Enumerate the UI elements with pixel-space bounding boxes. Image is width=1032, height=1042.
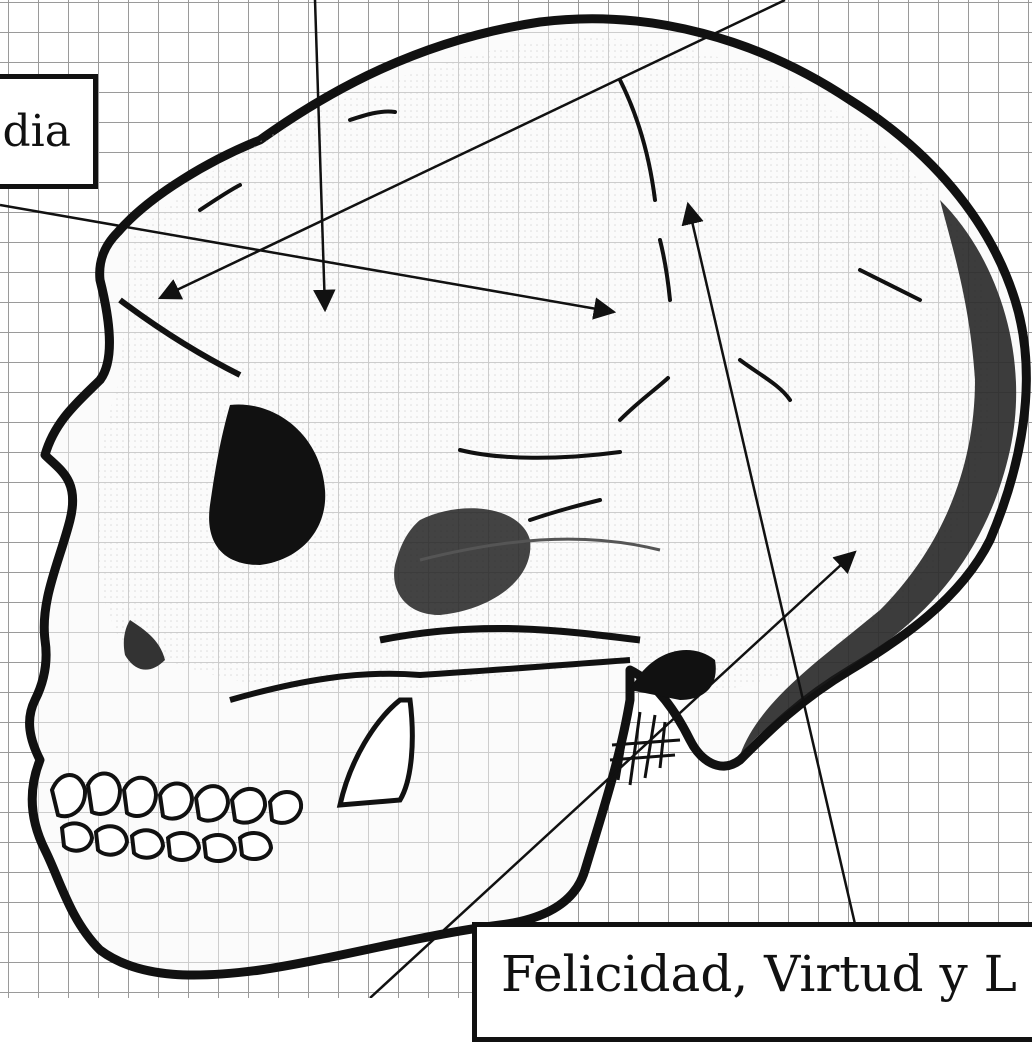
label-top-left-text: dia [3, 106, 71, 157]
label-box-bottom: Felicidad, Virtud y L [472, 922, 1032, 1042]
skull-diagram [0, 0, 1032, 998]
label-box-top-left: dia [0, 74, 98, 189]
label-bottom-text: Felicidad, Virtud y L [501, 945, 1017, 1003]
